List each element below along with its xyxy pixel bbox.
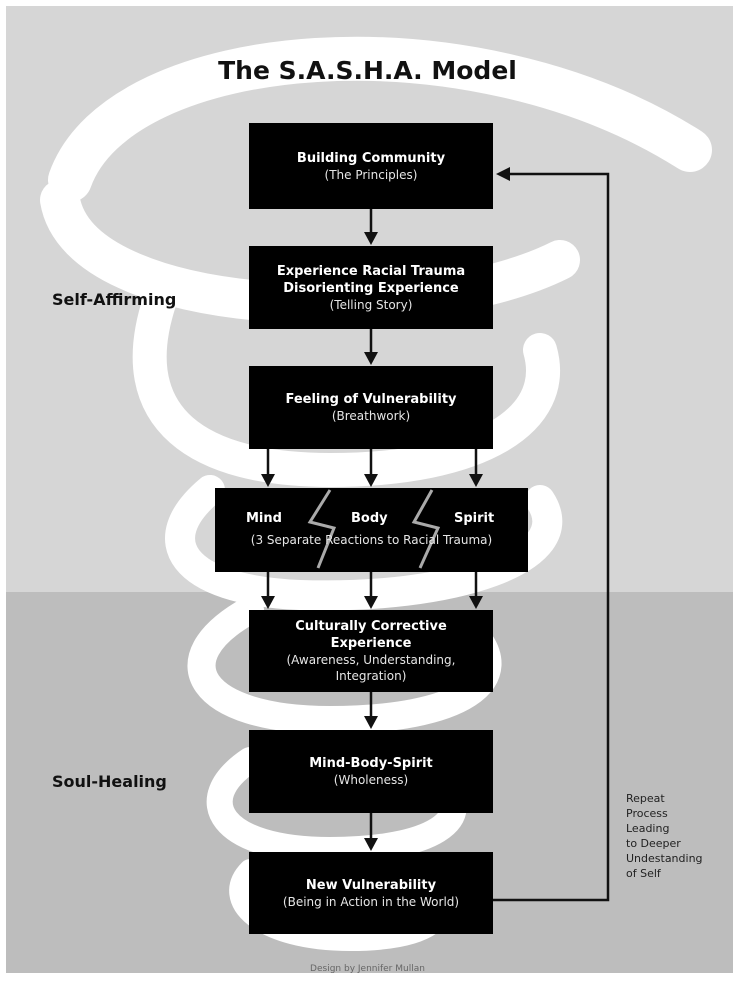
box-corrective-experience: Culturally Corrective Experience (Awaren… [249,610,493,692]
corrective-title-2: Experience [330,636,412,651]
loop-note-line: Undestanding [626,852,703,865]
box-new-vulnerability: New Vulnerability (Being in Action in th… [249,852,493,934]
loop-note: Repeat Process Leading to Deeper Undesta… [626,791,730,881]
arrow-loop-back [493,172,610,902]
wholeness-subtitle: (Wholeness) [333,773,409,787]
new-vulnerability-title: New Vulnerability [305,877,437,893]
box-racial-trauma: Experience Racial Trauma Disorienting Ex… [249,246,493,329]
box-vulnerability: Feeling of Vulnerability (Breathwork) [249,366,493,449]
lightning-divider-left [307,489,337,569]
vulnerability-title: Feeling of Vulnerability [285,392,457,407]
label-soul-healing: Soul-Healing [52,772,167,791]
building-community-title: Building Community [296,150,446,166]
racial-trauma-subtitle: (Telling Story) [329,297,413,312]
building-community-subtitle: (The Principles) [324,167,418,182]
box-reactions [215,488,528,572]
reaction-mind: Mind [246,511,282,526]
box-wholeness: Mind-Body-Spirit (Wholeness) [249,730,493,813]
corrective-title-1: Culturally Corrective [295,619,447,634]
loop-note-line: Repeat [626,792,665,805]
reactions-subtitle: (3 Separate Reactions to Racial Trauma) [250,533,493,547]
corrective-subtitle-2: Integration) [335,669,407,683]
page-title: The S.A.S.H.A. Model [218,56,517,85]
loop-note-line: Process [626,807,668,820]
corrective-subtitle-1: (Awareness, Understanding, [286,653,456,667]
racial-trauma-title-1: Experience Racial Trauma [276,263,466,279]
lightning-divider-right [411,489,441,569]
new-vulnerability-subtitle: (Being in Action in the World) [282,894,460,909]
reaction-body: Body [351,511,388,526]
loop-note-line: of Self [626,867,661,880]
loop-note-line: Leading [626,822,670,835]
label-self-affirming: Self-Affirming [52,290,177,309]
wholeness-title: Mind-Body-Spirit [309,756,433,771]
flow-arrows [266,172,610,902]
loop-note-line: to Deeper [626,837,681,850]
reaction-spirit: Spirit [454,511,495,526]
design-credit: Design by Jennifer Mullan [310,964,425,974]
box-building-community: Building Community (The Principles) [249,123,493,209]
arrow-heads [261,167,510,851]
racial-trauma-title-2: Disorienting Experience [283,280,459,296]
vulnerability-subtitle: (Breathwork) [331,409,411,423]
